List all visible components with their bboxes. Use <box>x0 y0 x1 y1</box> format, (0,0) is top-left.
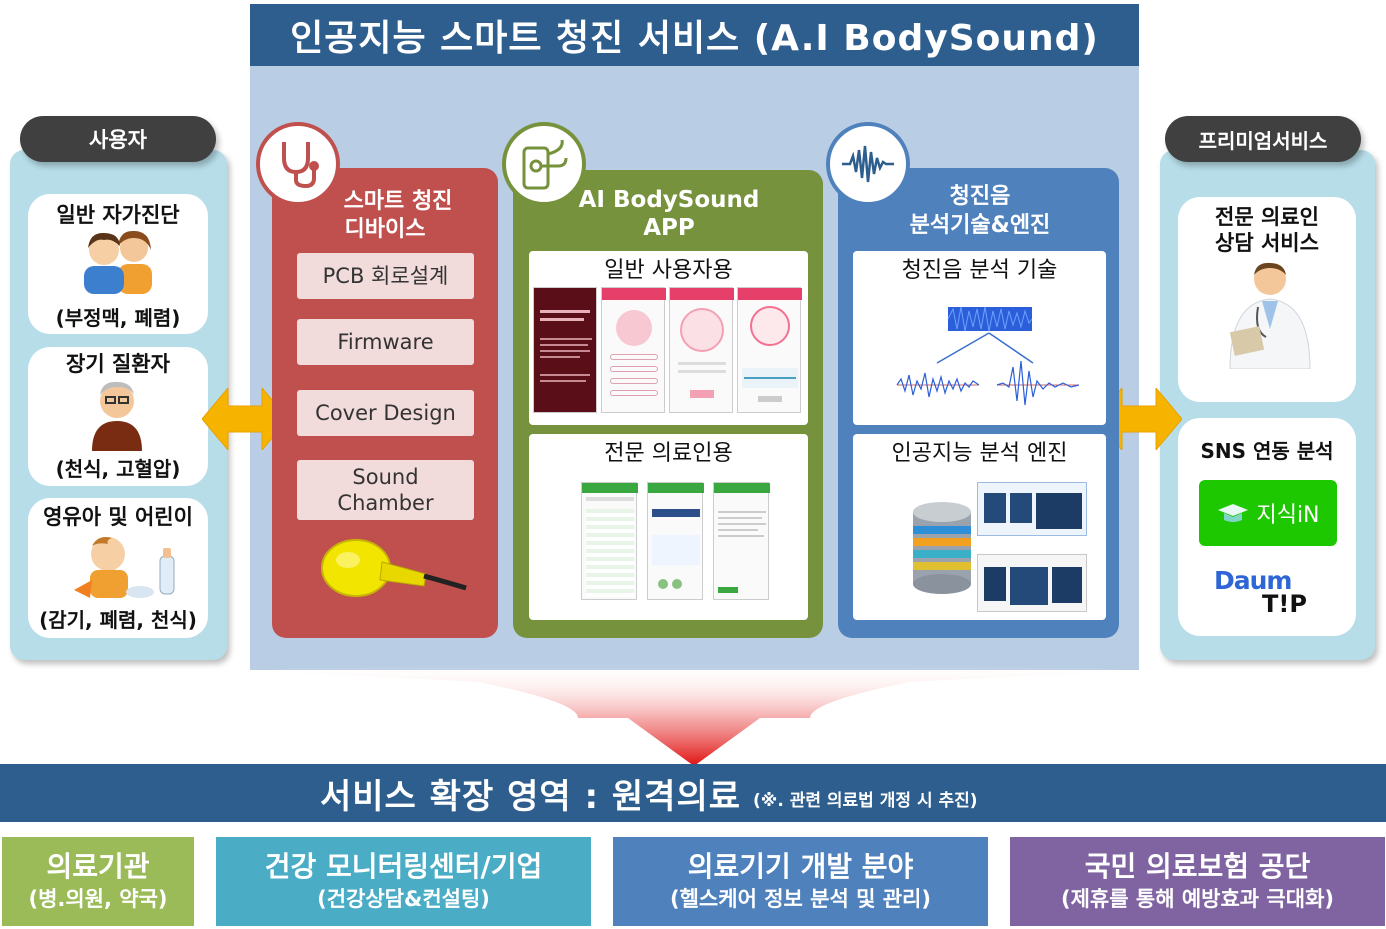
bottom-box-health-monitoring: 건강 모니터링센터/기업 (건강상담&컨설팅) <box>216 837 591 926</box>
device-icon-circle <box>256 122 340 206</box>
users-header: 사용자 <box>20 116 216 162</box>
engine-diagram-top <box>977 482 1087 536</box>
user-card-subtitle: (감기, 폐렴, 천식) <box>39 607 197 632</box>
couple-icon <box>84 230 152 294</box>
device-item-pcb: PCB 회로설계 <box>297 253 474 299</box>
premium-card-line1: 전문 의료인 <box>1215 205 1319 229</box>
stethoscope-icon <box>282 142 319 189</box>
sns-title: SNS 연동 분석 <box>1200 438 1334 463</box>
app-pro-section: 전문 의료인용 <box>529 434 808 620</box>
analysis-title-line2: 분석기술&엔진 <box>909 212 1051 238</box>
pro-screen-1 <box>581 482 638 600</box>
app-screen-3 <box>669 287 734 413</box>
user-card-subtitle: (천식, 고혈압) <box>55 456 181 481</box>
premium-card-line2: 상담 서비스 <box>1215 231 1319 255</box>
engine-diagram-bottom <box>977 554 1087 612</box>
bottom-box-line2: (병.의원, 약국) <box>28 886 168 911</box>
app-screen-1 <box>533 287 597 413</box>
user-card-self-diagnosis: 일반 자가진단 (부정맥, 폐렴) <box>28 194 208 334</box>
phone-stethoscope-icon <box>522 139 568 190</box>
bottom-box-line1: 의료기관 <box>46 849 150 883</box>
tip-logo: T!P <box>1262 590 1307 618</box>
sound-wave-icon <box>842 145 894 183</box>
app-screen-4 <box>737 287 802 413</box>
user-card-title: 영유아 및 어린이 <box>43 505 193 529</box>
premium-card-consult: 전문 의료인 상담 서비스 <box>1178 197 1356 402</box>
bottom-box-medical-institution: 의료기관 (병.의원, 약국) <box>2 837 194 926</box>
device-item-firmware: Firmware <box>297 319 474 365</box>
extension-note: (※. 관련 의료법 개정 시 추진) <box>753 790 978 811</box>
device-item-sound-chamber: Sound Chamber <box>297 460 474 520</box>
bottom-box-line1: 국민 의료보험 공단 <box>1084 849 1311 883</box>
premium-card-sns: SNS 연동 분석 지식iN Daum T!P <box>1178 418 1356 636</box>
analysis-engine-section: 인공지능 분석 엔진 <box>853 434 1106 620</box>
jisik-in-label: 지식iN <box>1256 503 1320 528</box>
bottom-box-line1: 건강 모니터링센터/기업 <box>264 849 543 883</box>
elderly-man-icon <box>92 381 142 451</box>
app-general-title: 일반 사용자용 <box>604 258 733 283</box>
app-icon-circle <box>502 122 586 206</box>
app-pro-title: 전문 의료인용 <box>604 441 733 466</box>
user-card-chronic: 장기 질환자 (천식, 고혈압) <box>28 347 208 486</box>
analysis-title-line1: 청진음 <box>949 183 1011 209</box>
stethoscope-device-icon <box>321 539 467 597</box>
user-card-subtitle: (부정맥, 폐렴) <box>55 305 181 330</box>
user-card-children: 영유아 및 어린이 (감기, 폐렴, 천식) <box>28 498 208 638</box>
bottom-box-line2: (헬스케어 정보 분석 및 관리) <box>670 886 931 911</box>
app-title-line1: AI BodySound <box>578 186 760 213</box>
database-icon <box>913 502 971 594</box>
device-item-cover-design: Cover Design <box>297 390 474 436</box>
left-double-arrow-icon <box>202 388 288 450</box>
extension-title-row: 서비스 확장 영역 : 원격의료 (※. 관련 의료법 개정 시 추진) <box>320 766 1080 820</box>
baby-icon <box>74 537 175 598</box>
pro-screen-2 <box>647 482 704 600</box>
analysis-engine-title: 인공지능 분석 엔진 <box>891 441 1068 466</box>
bottom-box-line2: (건강상담&컨설팅) <box>317 886 490 911</box>
extension-title: 서비스 확장 영역 : 원격의료 <box>320 776 742 817</box>
user-card-title: 일반 자가진단 <box>56 203 180 227</box>
app-general-section: 일반 사용자용 <box>529 251 808 425</box>
bottom-box-line2: (제휴를 통해 예방효과 극대화) <box>1061 886 1334 911</box>
main-title: 인공지능 스마트 청진 서비스 (A.I BodySound) <box>250 4 1139 66</box>
analysis-tech-section: 청진음 분석 기술 <box>853 251 1106 425</box>
pro-screen-3 <box>713 482 770 600</box>
bottom-box-line1: 의료기기 개발 분야 <box>687 849 914 883</box>
waveform-split-diagram <box>896 306 1080 406</box>
daum-logo: Daum <box>1214 566 1292 595</box>
analysis-icon-circle <box>826 122 910 206</box>
app-screen-2 <box>601 287 666 413</box>
bottom-box-medical-device: 의료기기 개발 분야 (헬스케어 정보 분석 및 관리) <box>613 837 988 926</box>
user-card-title: 장기 질환자 <box>66 352 170 376</box>
extension-band <box>0 764 1386 822</box>
premium-header: 프리미엄서비스 <box>1165 116 1361 162</box>
doctor-icon <box>1229 262 1311 369</box>
app-title-line2: APP <box>643 214 695 241</box>
device-title-line1: 스마트 청진 <box>343 188 453 214</box>
analysis-tech-title: 청진음 분석 기술 <box>901 258 1058 283</box>
down-arrow-icon <box>250 663 1139 766</box>
jisik-in-logo: 지식iN <box>1199 480 1337 546</box>
device-title-line2: 디바이스 <box>344 216 426 242</box>
graduation-cap-icon <box>1218 504 1249 522</box>
bottom-box-national-insurance: 국민 의료보험 공단 (제휴를 통해 예방효과 극대화) <box>1010 837 1385 926</box>
